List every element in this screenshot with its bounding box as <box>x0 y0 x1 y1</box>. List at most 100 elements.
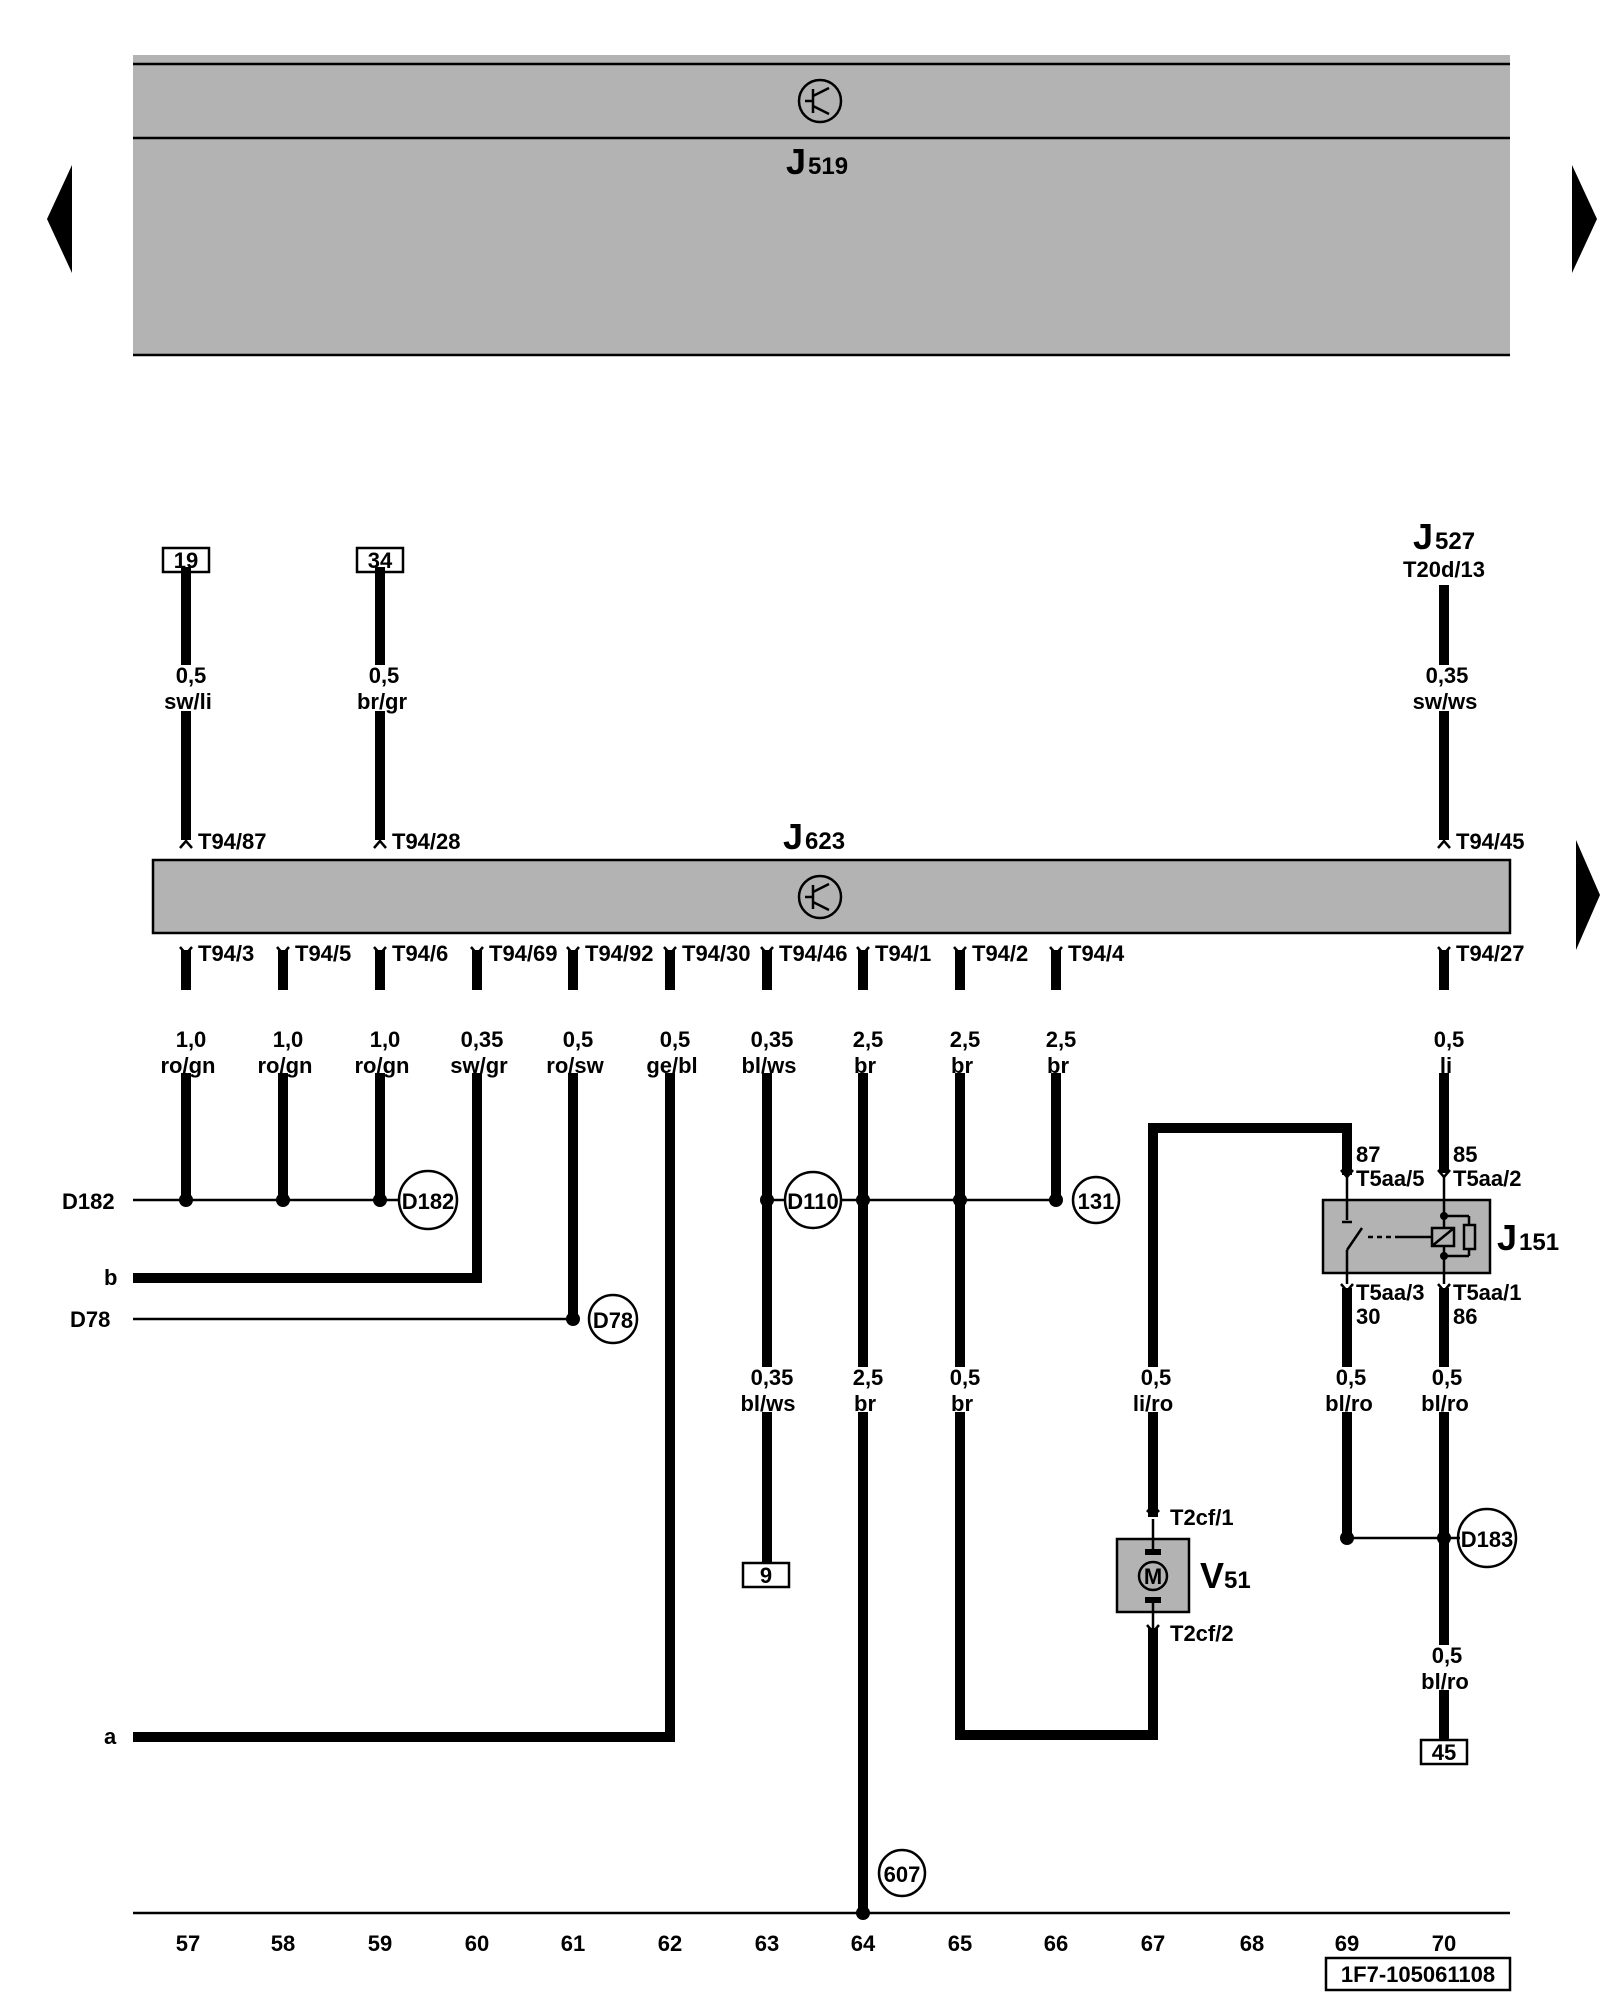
j527-letter: J <box>1413 516 1433 557</box>
junction-d182[interactable]: D182 <box>397 1169 459 1231</box>
pin-t94-45: T94/45 <box>1456 829 1525 854</box>
lower-wire-labels: 0,35 bl/ws 2,5 br 0,5 br 0,5 li/ro 0,5 b… <box>740 1365 1468 1694</box>
ref-box-9[interactable]: 9 <box>741 1561 791 1589</box>
junction-131[interactable]: 131 <box>1071 1175 1121 1225</box>
motor-v51-sub: 51 <box>1224 1567 1251 1594</box>
edge-label-d78: D78 <box>70 1307 110 1332</box>
wire-59-size: 1,0 <box>370 1027 401 1052</box>
junction-d183[interactable]: D183 <box>1456 1507 1518 1569</box>
bottom-wire-segments <box>181 950 1449 1915</box>
lower-wire-64-color: br <box>854 1391 876 1416</box>
col-57: 57 <box>176 1931 200 1956</box>
junction-d78[interactable]: D78 <box>587 1293 639 1345</box>
pin-t94-69: T94/69 <box>489 941 558 966</box>
relay-pin87: T5aa/5 <box>1356 1166 1425 1191</box>
pin-t94-2: T94/2 <box>972 941 1028 966</box>
wire-60-size: 0,35 <box>461 1027 504 1052</box>
document-id-label: 1F7-105061108 <box>1341 1962 1495 1987</box>
col-70: 70 <box>1432 1931 1456 1956</box>
wire-65-color: br <box>951 1053 973 1078</box>
wire-top-col70-color: sw/ws <box>1413 689 1478 714</box>
motor-pin-top: T2cf/1 <box>1170 1505 1234 1530</box>
relay-pin86-num: 86 <box>1453 1304 1477 1329</box>
pin-t94-28: T94/28 <box>392 829 461 854</box>
pin-t94-27: T94/27 <box>1456 941 1525 966</box>
pin-t94-46: T94/46 <box>779 941 848 966</box>
wire-b <box>133 1265 482 1283</box>
motor-icon <box>1137 1519 1169 1628</box>
bottom-pin-labels: T94/3 T94/5 T94/6 T94/69 T94/92 T94/30 T… <box>198 941 1525 966</box>
relay-pin30-num: 30 <box>1356 1304 1380 1329</box>
j519-letter: J <box>786 141 806 182</box>
j527-sub: 527 <box>1435 528 1475 555</box>
pin-t94-1: T94/1 <box>875 941 931 966</box>
junction-d110[interactable]: D110 <box>783 1170 843 1230</box>
relay-switch-icon <box>1342 1200 1477 1273</box>
wire-top-col57-size: 0,5 <box>176 663 207 688</box>
wire-64-color: br <box>854 1053 876 1078</box>
lower-wire-67-color: li/ro <box>1133 1391 1173 1416</box>
bottom-wire-labels: 1,0 ro/gn 1,0 ro/gn 1,0 ro/gn 0,35 sw/gr… <box>161 1027 1465 1078</box>
relay-j151[interactable] <box>1321 1198 1492 1275</box>
wire-a <box>133 1725 675 1742</box>
col-66: 66 <box>1044 1931 1068 1956</box>
wire-60-color: sw/gr <box>450 1053 508 1078</box>
wire-61-color: ro/sw <box>546 1053 604 1078</box>
pin-t94-6: T94/6 <box>392 941 448 966</box>
col-67: 67 <box>1141 1931 1165 1956</box>
control-unit-icon <box>797 78 843 124</box>
col-59: 59 <box>368 1931 392 1956</box>
wire-58-color: ro/gn <box>258 1053 313 1078</box>
wire-66-color: br <box>1047 1053 1069 1078</box>
col-65: 65 <box>948 1931 972 1956</box>
motor-v51[interactable]: M <box>1115 1519 1191 1628</box>
wire-relay-87-loop <box>1148 1123 1352 1367</box>
motor-v51-letter: V <box>1200 1555 1224 1596</box>
pin-t94-4: T94/4 <box>1068 941 1125 966</box>
motor-pin-bottom: T2cf/2 <box>1170 1621 1234 1646</box>
wire-62-size: 0,5 <box>660 1027 691 1052</box>
lower-wire-64-size: 2,5 <box>853 1365 884 1390</box>
pin-t94-3: T94/3 <box>198 941 254 966</box>
col-69: 69 <box>1335 1931 1359 1956</box>
lower-wire-65-color: br <box>951 1391 973 1416</box>
j623-control-unit[interactable] <box>151 858 1512 935</box>
motor-symbol: M <box>1144 1564 1162 1589</box>
col-64: 64 <box>851 1931 876 1956</box>
lower-wire-70-size: 0,5 <box>1432 1365 1463 1390</box>
junction-d110-label: D110 <box>787 1189 838 1214</box>
relay-pin85-num: 85 <box>1453 1142 1477 1167</box>
next-page-arrow-icon[interactable] <box>1572 165 1597 273</box>
col-63: 63 <box>755 1931 779 1956</box>
edge-label-d182: D182 <box>62 1189 115 1214</box>
j623-control-unit-icon <box>797 874 843 920</box>
next-page-arrow-lower-icon[interactable] <box>1576 840 1600 950</box>
relay-j151-letter: J <box>1497 1217 1517 1258</box>
wire-top-col57-color: sw/li <box>164 689 212 714</box>
wire-top-col70-size: 0,35 <box>1426 663 1469 688</box>
ref-box-45-label: 45 <box>1432 1740 1456 1765</box>
lower-wire-70b-size: 0,5 <box>1432 1643 1463 1668</box>
col-60: 60 <box>465 1931 489 1956</box>
pin-arrow-motor-top-icon <box>1146 1503 1160 1513</box>
col-62: 62 <box>658 1931 682 1956</box>
relay-j151-sub: 151 <box>1519 1229 1559 1256</box>
wire-59-color: ro/gn <box>355 1053 410 1078</box>
col-68: 68 <box>1240 1931 1264 1956</box>
ref-box-45[interactable]: 45 <box>1419 1738 1469 1766</box>
j623-letter: J <box>783 816 803 857</box>
module-j519: J 519 <box>133 55 1510 357</box>
j519-sub: 519 <box>808 153 848 180</box>
lower-wire-67-size: 0,5 <box>1141 1365 1172 1390</box>
wire-57-color: ro/gn <box>161 1053 216 1078</box>
junction-d183-label: D183 <box>1461 1527 1514 1552</box>
j527-pin: T20d/13 <box>1403 557 1485 582</box>
relay-pin30: T5aa/3 <box>1356 1280 1425 1305</box>
col-58: 58 <box>271 1931 295 1956</box>
wire-61-size: 0,5 <box>563 1027 594 1052</box>
j519-panel <box>133 55 1510 355</box>
ground-607[interactable]: 607 <box>877 1848 927 1898</box>
prev-page-arrow-icon[interactable] <box>47 165 72 273</box>
relay-pin85: T5aa/2 <box>1453 1166 1522 1191</box>
wire-70-color: li <box>1440 1053 1452 1078</box>
